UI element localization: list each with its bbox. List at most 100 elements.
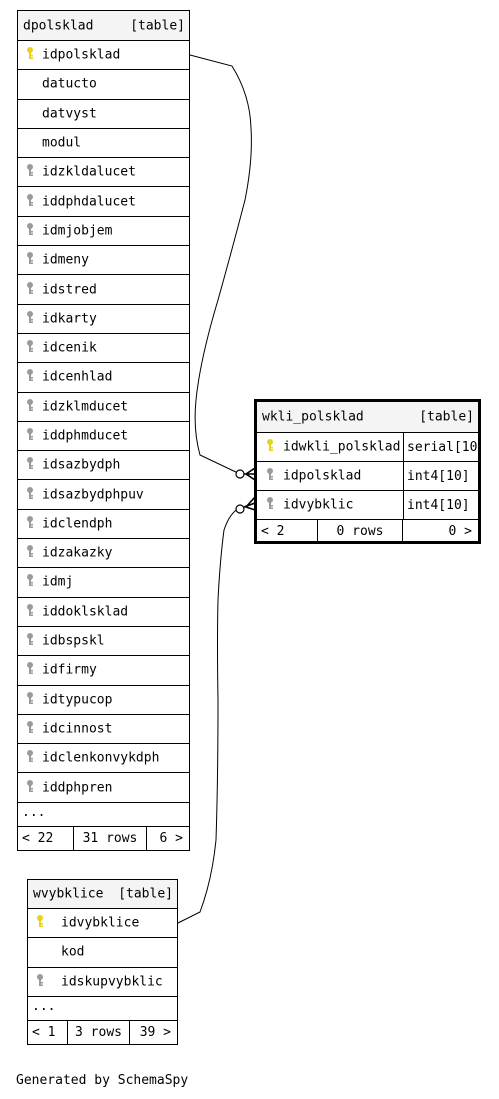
column-name: iddphdalucet [42,194,136,210]
column-name: idbspskl [42,633,105,649]
more-columns-ellipsis: ... [18,803,189,827]
column-row[interactable]: datucto [18,70,189,100]
column-name: idvybklic [283,497,354,513]
footer-children-count[interactable]: 39 > [139,1025,171,1041]
column-name: idpolsklad [42,47,121,63]
column-name: idclenkonvykdph [42,750,160,766]
table-dpolsklad[interactable]: dpolsklad [table] idpolsklad datucto datvy… [17,10,190,851]
column-name: kod [61,944,85,960]
footer-children-count[interactable]: 6 > [159,831,183,847]
column-name: idzklmducet [42,399,129,415]
column-row[interactable]: idvybklic int4[10] [257,491,478,520]
column-name: iddphpren [42,780,113,796]
footer-children-count[interactable]: 0 > [448,523,472,539]
column-name: iddphmducet [42,428,129,444]
foreign-key-icon [26,603,34,621]
footer-parents-count[interactable]: < 2 [257,520,318,542]
column-name: idvybklice [61,915,140,931]
column-row[interactable]: idskupvybklic [28,968,177,997]
column-name: datucto [42,76,97,92]
column-row[interactable]: idbspskl [18,627,189,657]
column-name: idmjobjem [42,223,113,239]
column-name: idmj [42,574,74,590]
foreign-key-icon [26,456,34,474]
column-name: modul [42,135,82,151]
column-type: int4[10] [403,491,478,519]
foreign-key-icon [26,251,34,269]
column-row[interactable]: idsazbydph [18,451,189,481]
column-row[interactable]: idtypucop [18,686,189,715]
foreign-key-icon [266,496,274,514]
column-row[interactable]: idmjobjem [18,217,189,247]
column-row[interactable]: iddphpren [18,773,189,803]
foreign-key-icon [26,486,34,504]
column-name: idmeny [42,252,89,268]
column-name: idzakazky [42,545,113,561]
table-name: dpolsklad [23,18,94,33]
table-tag: [table] [130,18,185,33]
table-header: dpolsklad [table] [18,11,189,41]
column-name: idclendph [42,516,113,532]
footer-parents-count[interactable]: < 22 [18,826,74,851]
foreign-key-icon [26,163,34,181]
table-tag: [table] [118,886,173,902]
column-name: idwkli_polsklad [283,439,401,455]
column-row[interactable]: idsazbydphpuv [18,480,189,510]
column-row[interactable]: iddphmducet [18,422,189,452]
foreign-key-icon [26,573,34,591]
column-row[interactable]: idcenhlad [18,363,189,393]
column-row[interactable]: idfirmy [18,656,189,686]
generated-by-credit: Generated by SchemaSpy [16,1073,189,1088]
column-row[interactable]: idpolsklad [18,41,189,71]
column-row[interactable]: idvybklice [28,909,177,939]
link-end-circle-idpolsklad [235,469,245,479]
more-columns-ellipsis: ... [28,997,177,1021]
column-name: idskupvybklic [61,974,163,990]
column-row[interactable]: idzklmducet [18,393,189,422]
column-name: idsazbydphpuv [42,487,144,503]
column-row[interactable]: idstred [18,275,189,305]
column-row[interactable]: kod [28,938,177,968]
column-row[interactable]: idmeny [18,246,189,276]
link-crowfoot-idvybklic [243,496,256,511]
column-row[interactable]: idclenkonvykdph [18,744,189,774]
link-dpolsklad-to-wkli-polsklad [189,54,252,475]
foreign-key-icon [26,632,34,650]
foreign-key-icon [26,368,34,386]
column-row[interactable]: idzakazky [18,539,189,569]
column-row[interactable]: idmj [18,568,189,598]
column-row[interactable]: datvyst [18,100,189,129]
primary-key-icon [36,914,44,932]
column-row[interactable]: modul [18,129,189,159]
column-row[interactable]: idkarty [18,305,189,334]
column-type: serial[10] [403,433,478,461]
footer-parents-count[interactable]: < 1 [28,1020,68,1045]
column-row[interactable]: iddoklsklad [18,598,189,627]
footer-row-count: 3 rows [68,1020,130,1045]
table-header: wvybklice [table] [28,880,177,909]
column-name: idkarty [42,311,97,327]
column-name: idcenik [42,340,97,356]
column-row[interactable]: idcinnost [18,715,189,745]
column-row[interactable]: idclendph [18,510,189,540]
foreign-key-icon [26,310,34,328]
foreign-key-icon [26,398,34,416]
footer-row-count: 0 rows [318,520,403,542]
table-wvybklice[interactable]: wvybklice [table] idvybklice kod idskupvyb… [27,879,178,1045]
column-row[interactable]: idcenik [18,334,189,364]
table-name: wkli_polsklad [262,409,364,425]
table-footer: < 1 3 rows 39 > [28,1020,177,1045]
foreign-key-icon [26,193,34,211]
column-row[interactable]: iddphdalucet [18,187,189,217]
table-tag: [table] [419,409,474,425]
column-list: idpolsklad datucto datvyst modul idzkldaluce… [18,41,189,803]
foreign-key-icon [26,339,34,357]
primary-key-icon [26,46,34,64]
foreign-key-icon [26,691,34,709]
column-row[interactable]: idzkldalucet [18,158,189,188]
